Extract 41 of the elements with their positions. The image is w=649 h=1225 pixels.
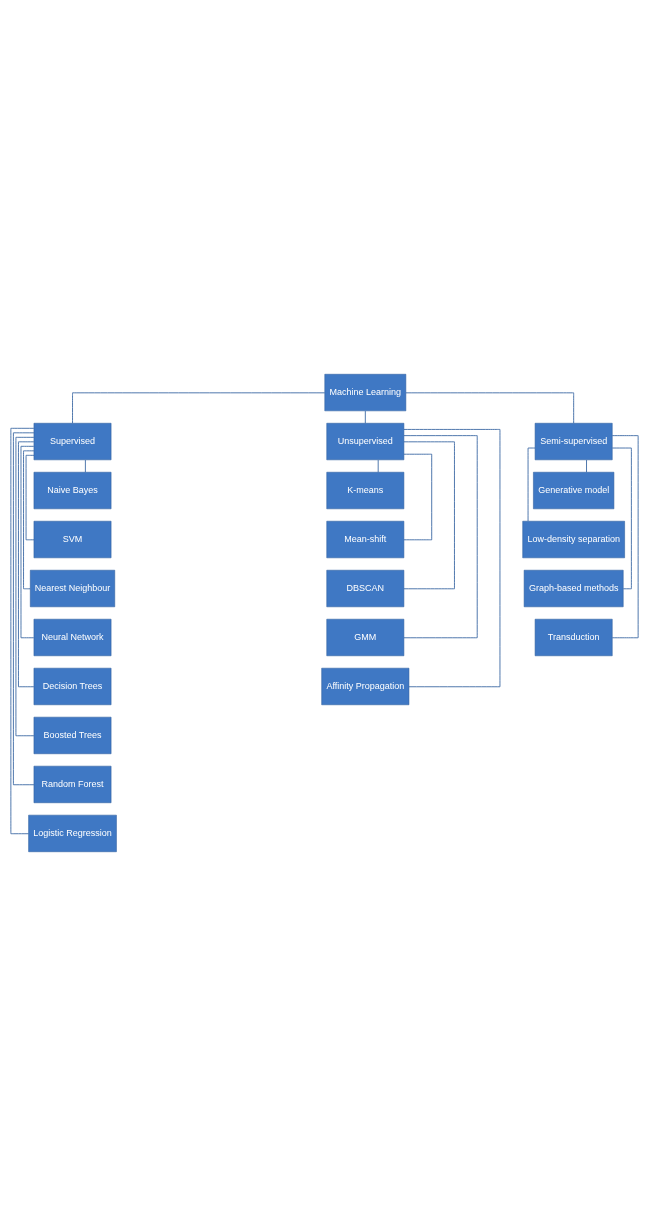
connector: [13, 431, 35, 785]
connector: [403, 428, 501, 687]
connector: [15, 436, 35, 736]
connector: [377, 459, 379, 473]
node-box: K-means: [326, 471, 405, 509]
node-box: Nearest Neighbour: [30, 569, 116, 607]
connector: [403, 453, 433, 540]
connector: [405, 391, 575, 424]
node-box: DBSCAN: [326, 569, 405, 607]
node-box: Semi-supervised: [534, 422, 613, 460]
connector: [72, 391, 326, 424]
connector: [18, 440, 35, 687]
node-box: Unsupervised: [326, 422, 405, 460]
node-box: Low-density separation: [522, 520, 625, 558]
connector: [611, 434, 639, 638]
connector: [364, 410, 366, 424]
node-box: SVM: [33, 520, 112, 558]
connector: [84, 459, 86, 473]
node-box: Machine Learning: [324, 373, 407, 411]
connector: [10, 427, 35, 834]
node-box: Random Forest: [33, 765, 112, 803]
node-box: Graph-based methods: [523, 569, 624, 607]
connector: [25, 454, 35, 540]
node-box: Naive Bayes: [33, 471, 112, 509]
node-box: Neural Network: [33, 618, 112, 656]
node-box: Transduction: [534, 618, 613, 656]
connector: [23, 449, 35, 589]
connector: [611, 447, 632, 589]
connector: [527, 447, 536, 521]
node-box: Mean-shift: [326, 520, 405, 558]
node-box: Decision Trees: [33, 667, 112, 705]
node-box: GMM: [326, 618, 405, 656]
node-box: Boosted Trees: [33, 716, 112, 754]
connector: [403, 434, 478, 638]
node-box: Logistic Regression: [28, 814, 117, 852]
node-box: Generative model: [533, 471, 615, 509]
connector: [403, 440, 455, 589]
node-box: Affinity Propagation: [321, 667, 410, 705]
connector: [586, 459, 587, 473]
connector: [20, 445, 35, 638]
node-box: Supervised: [33, 422, 112, 460]
